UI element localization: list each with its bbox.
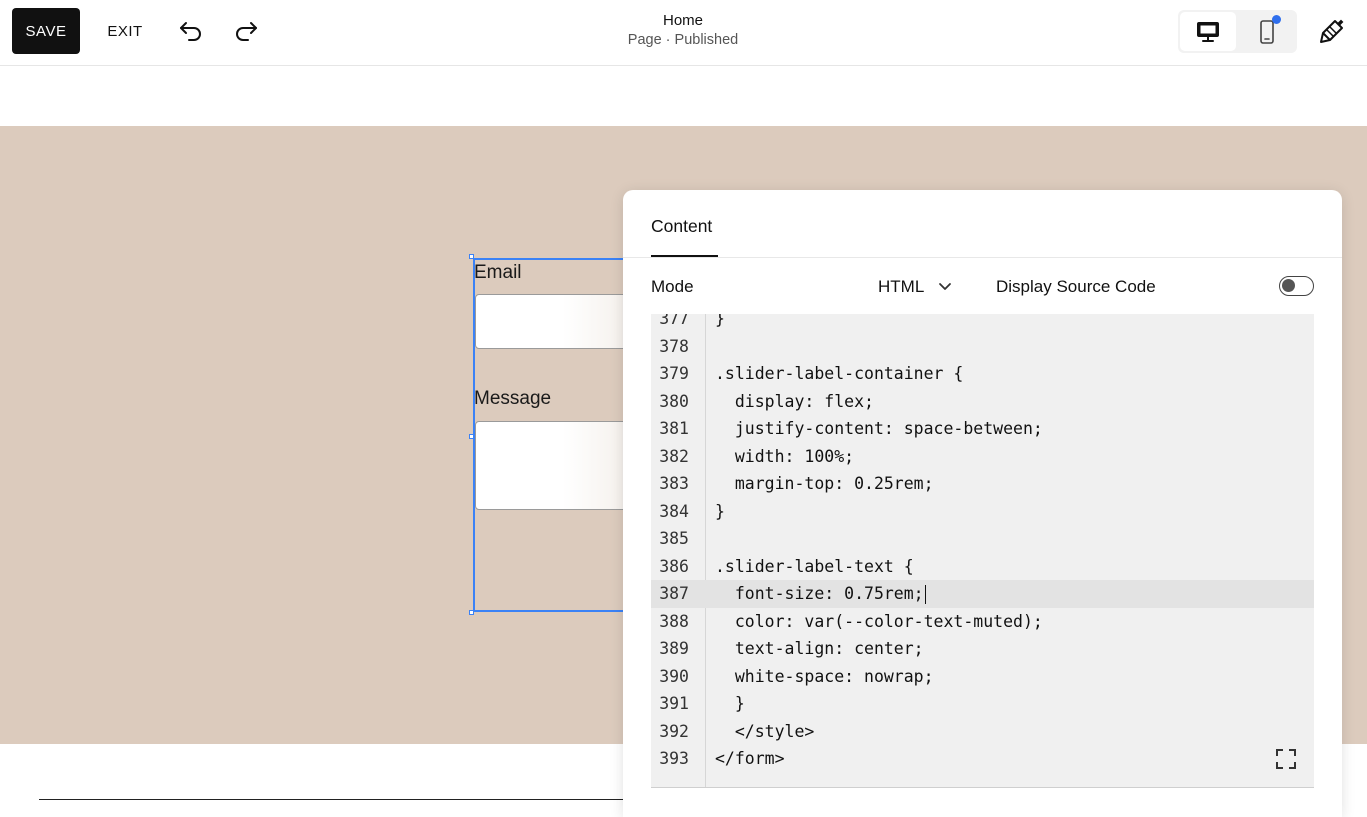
active-tab-indicator (651, 255, 718, 258)
redo-button[interactable] (226, 11, 266, 51)
undo-button[interactable] (171, 11, 211, 51)
redo-icon (236, 22, 257, 41)
mobile-view-button[interactable] (1238, 12, 1295, 51)
line-number: 379 (659, 364, 689, 384)
line-code: text-align: center; (715, 639, 924, 659)
code-line[interactable]: 382 width: 100%; (651, 443, 1314, 471)
code-line[interactable]: 377} (651, 314, 1314, 333)
line-number: 390 (659, 666, 689, 686)
line-number: 386 (659, 556, 689, 576)
line-code: } (715, 694, 745, 714)
code-line[interactable]: 378 (651, 333, 1314, 361)
tab-content[interactable]: Content (651, 216, 713, 236)
line-number: 387 (659, 584, 689, 604)
line-code: .slider-label-container { (715, 364, 964, 384)
code-line[interactable]: 393 </form> (651, 745, 1314, 773)
line-code: </style> (715, 721, 815, 741)
desktop-view-button[interactable] (1180, 12, 1236, 51)
mode-label: Mode (651, 277, 694, 296)
resize-handle-top-left[interactable] (469, 254, 474, 259)
code-editor[interactable]: 377} 378 379 .slider-label-container { 380 d… (651, 314, 1314, 788)
code-line[interactable]: 387 font-size: 0.75rem; (651, 580, 1314, 608)
code-line[interactable]: 391 } (651, 690, 1314, 718)
divider-line (39, 799, 639, 800)
line-code: color: var(--color-text-muted); (715, 611, 1043, 631)
code-line[interactable]: 389 text-align: center; (651, 635, 1314, 663)
line-code: width: 100%; (715, 446, 855, 466)
mobile-indicator-dot (1272, 15, 1281, 24)
text-caret (924, 584, 926, 604)
fullscreen-button[interactable] (1274, 747, 1298, 771)
line-number: 393 (659, 749, 689, 769)
line-code: } (715, 314, 725, 329)
page-status: Page · Published (627, 32, 739, 48)
mode-select[interactable]: HTML (878, 274, 952, 300)
line-number: 382 (659, 446, 689, 466)
page-title: Home (662, 12, 703, 29)
line-code: .slider-label-text { (715, 556, 914, 576)
line-number: 388 (659, 611, 689, 631)
code-block-panel: Content Mode HTML Display Source Code 37… (623, 190, 1342, 817)
panel-divider (623, 257, 1342, 258)
code-line[interactable]: 388 color: var(--color-text-muted); (651, 608, 1314, 636)
device-toggle (1178, 10, 1297, 53)
message-label: Message (474, 388, 552, 409)
form-block-selected[interactable] (473, 258, 633, 612)
line-number: 381 (659, 419, 689, 439)
line-code: justify-content: space-between; (715, 419, 1043, 439)
editor-toolbar: SAVE EXIT Home Page · Published (0, 0, 1367, 66)
code-line[interactable]: 384} (651, 498, 1314, 526)
expand-icon (1276, 749, 1296, 769)
desktop-icon (1197, 21, 1219, 42)
line-number: 391 (659, 694, 689, 714)
mode-value: HTML (878, 277, 925, 296)
chevron-down-icon (939, 283, 952, 290)
line-number: 377 (659, 314, 689, 329)
code-line[interactable]: 390 white-space: nowrap; (651, 663, 1314, 691)
line-number: 385 (659, 529, 689, 549)
site-styles-button[interactable] (1312, 11, 1352, 51)
resize-handle-middle-left[interactable] (469, 434, 474, 439)
line-code: } (715, 501, 725, 521)
line-number: 380 (659, 391, 689, 411)
code-line[interactable]: 383 margin-top: 0.25rem; (651, 470, 1314, 498)
code-line[interactable]: 380 display: flex; (651, 388, 1314, 416)
page-info: Home Page · Published (583, 12, 783, 50)
message-field[interactable] (475, 421, 635, 510)
paintbrush-icon (1320, 19, 1344, 43)
code-line[interactable]: 379 .slider-label-container { (651, 360, 1314, 388)
line-code: </form> (715, 749, 785, 769)
undo-icon (180, 22, 201, 41)
resize-handle-bottom-left[interactable] (469, 610, 474, 615)
code-line[interactable]: 381 justify-content: space-between; (651, 415, 1314, 443)
toggle-knob (1282, 279, 1295, 292)
line-number: 392 (659, 721, 689, 741)
code-line[interactable]: 385 (651, 525, 1314, 553)
line-number-gutter (651, 314, 706, 787)
email-label: Email (474, 262, 522, 283)
mobile-icon (1259, 19, 1274, 44)
code-line[interactable]: 392 </style> (651, 718, 1314, 746)
display-source-label: Display Source Code (996, 277, 1156, 296)
line-code: margin-top: 0.25rem; (715, 474, 934, 494)
line-number: 384 (659, 501, 689, 521)
line-number: 383 (659, 474, 689, 494)
line-number: 378 (659, 336, 689, 356)
save-button[interactable]: SAVE (12, 8, 80, 54)
display-source-toggle[interactable] (1279, 276, 1314, 296)
exit-button[interactable]: EXIT (96, 8, 154, 54)
line-code: display: flex; (715, 391, 874, 411)
code-line[interactable]: 386 .slider-label-text { (651, 553, 1314, 581)
line-number: 389 (659, 639, 689, 659)
line-code: font-size: 0.75rem; (715, 583, 926, 604)
email-field[interactable] (475, 294, 635, 349)
line-code: white-space: nowrap; (715, 666, 934, 686)
